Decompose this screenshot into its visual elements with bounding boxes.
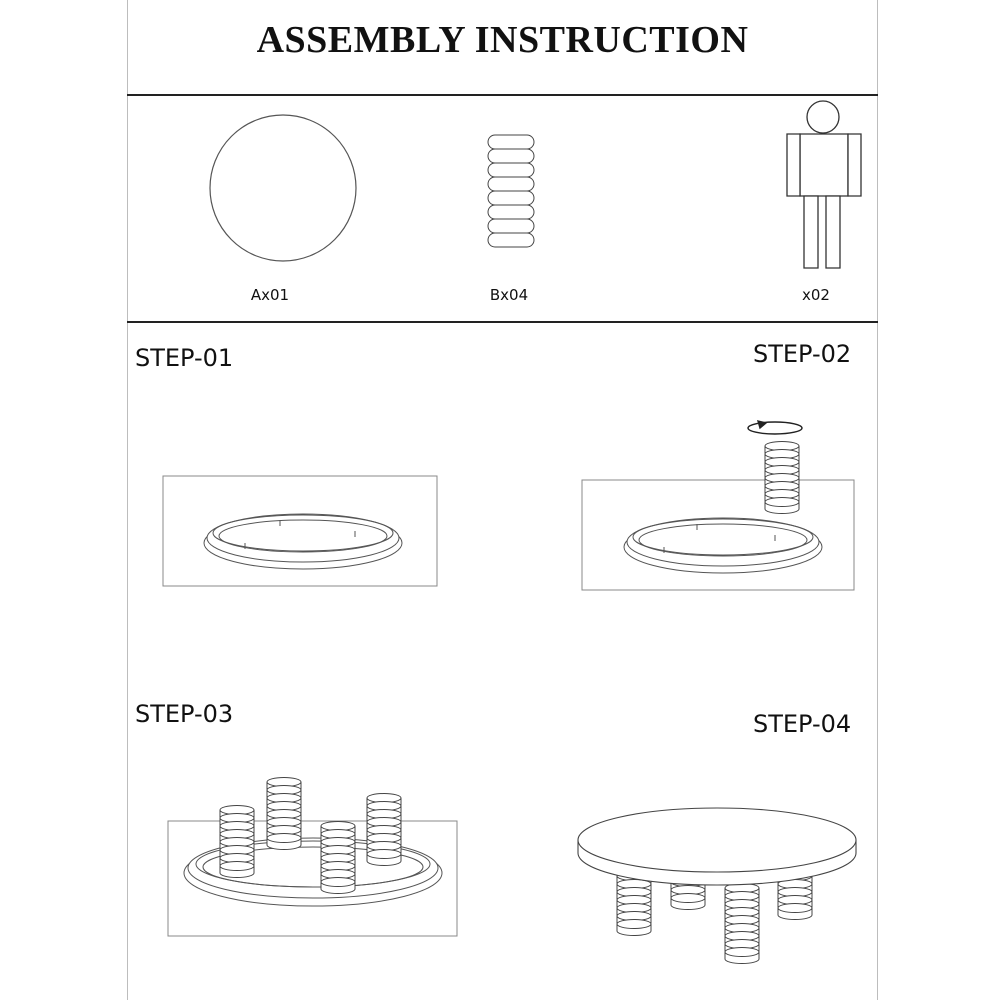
step-01-illustration <box>163 476 437 586</box>
step-label-01: STEP-01 <box>135 344 234 372</box>
page-title: ASSEMBLY INSTRUCTION <box>256 19 749 61</box>
part-label-leg: Bx04 <box>489 286 529 304</box>
step-03-leg-front-left <box>219 805 255 878</box>
step-03-leg-back-right <box>366 793 402 866</box>
person-icon <box>787 101 861 268</box>
step-label-04: STEP-04 <box>753 710 852 738</box>
divider-parts <box>127 321 878 323</box>
step-03-illustration <box>168 821 457 936</box>
part-label-people: x02 <box>802 286 830 304</box>
step-04-leg-front-right <box>724 883 760 964</box>
step-02-illustration <box>582 480 854 590</box>
step-02-leg <box>764 441 800 514</box>
step-03-leg-front-right <box>320 821 356 894</box>
leg-part-icon <box>488 135 534 247</box>
step-04-tabletop <box>578 808 856 885</box>
tabletop-part-icon <box>210 115 356 261</box>
frame-left-line <box>127 0 128 1000</box>
part-label-tabletop: Ax01 <box>250 286 290 304</box>
step-label-02: STEP-02 <box>753 340 852 368</box>
step-03-leg-back-left <box>266 777 302 850</box>
frame-right-line <box>877 0 878 1000</box>
divider-top <box>127 94 878 96</box>
rotate-arrow-icon <box>748 421 802 434</box>
step-label-03: STEP-03 <box>135 700 234 728</box>
